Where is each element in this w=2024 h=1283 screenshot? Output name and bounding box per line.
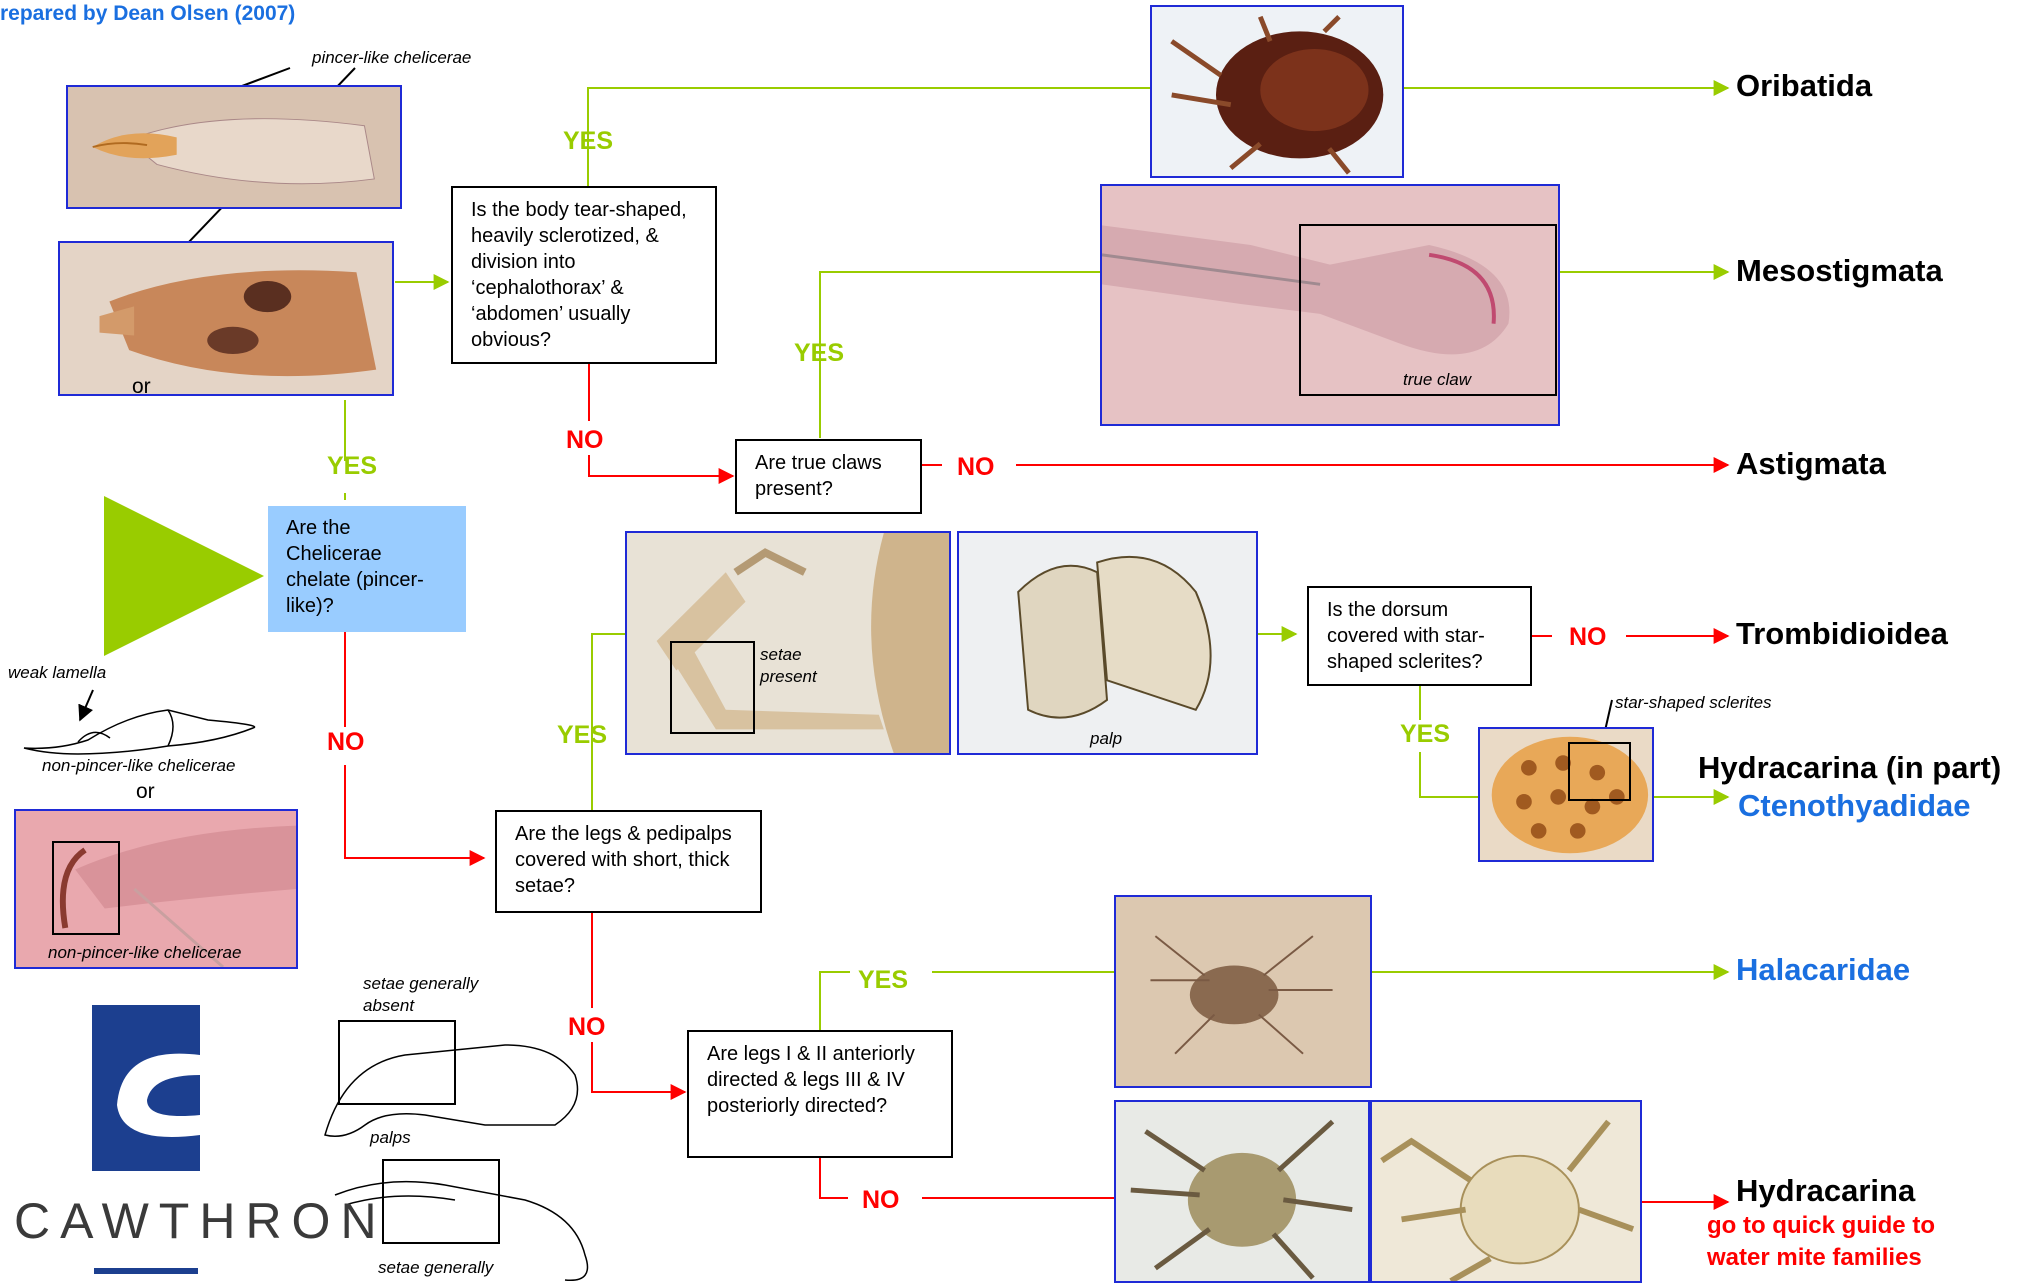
question-legs-directed: Are legs I & II anteriorly directed & le… — [687, 1030, 953, 1158]
question-body-tear-shaped: Is the body tear-shaped, heavily sclerot… — [451, 186, 717, 364]
indicator-box — [52, 841, 120, 935]
caption-star-sclerites: star-shaped sclerites — [1615, 692, 1772, 714]
or-label: or — [136, 780, 155, 804]
question-true-claws: Are true claws present? — [735, 439, 922, 514]
taxon-mesostigmata: Mesostigmata — [1736, 253, 1943, 289]
taxon-ctenothyadidae: Ctenothyadidae — [1738, 788, 1971, 824]
photo-oribatida — [1150, 5, 1404, 178]
photo-pincer-chelicerae-1 — [66, 85, 402, 209]
yes-label: YES — [563, 127, 613, 156]
photo-hydracarina-1 — [1114, 1100, 1370, 1283]
photo-pincer-chelicerae-2 — [58, 241, 394, 396]
caption-setae-present-1: setae — [760, 644, 802, 666]
or-label: or — [132, 375, 151, 399]
drawing-non-pincer-chelicerae — [18, 680, 268, 760]
photo-halacaridae — [1114, 895, 1372, 1088]
question-legs-setae: Are the legs & pedipalps covered with sh… — [495, 810, 762, 913]
indicator-box — [670, 641, 755, 734]
question-chelicerae-chelate: Are the Chelicerae chelate (pincer-like)… — [268, 506, 466, 632]
caption-weak-lamella: weak lamella — [8, 662, 106, 684]
no-label: NO — [1569, 623, 1607, 652]
photo-palp — [957, 531, 1258, 755]
quick-guide-line-1: go to quick guide to — [1707, 1210, 1935, 1242]
credit-line: repared by Dean Olsen (2007) — [0, 2, 295, 26]
indicator-box — [338, 1020, 456, 1105]
cawthron-logo-text: CAWTHRON — [14, 1192, 387, 1250]
indicator-box — [1568, 742, 1631, 801]
taxon-hydracarina-part: Hydracarina (in part) — [1698, 750, 2001, 786]
yes-label: YES — [858, 966, 908, 995]
yes-label: YES — [557, 721, 607, 750]
question-dorsum-sclerites: Is the dorsum covered with star-shaped s… — [1307, 586, 1532, 686]
caption-palp: palp — [1090, 728, 1122, 750]
caption-pincer-chelicerae: pincer-like chelicerae — [312, 47, 471, 69]
taxon-trombidioidea: Trombidioidea — [1736, 616, 1948, 652]
no-label: NO — [862, 1186, 900, 1215]
photo-hydracarina-2 — [1370, 1100, 1642, 1283]
yes-label: YES — [1400, 720, 1450, 749]
caption-true-claw: true claw — [1403, 369, 1471, 391]
taxon-halacaridae: Halacaridae — [1736, 952, 1910, 988]
yes-label: YES — [794, 339, 844, 368]
green-triangle-marker — [104, 496, 264, 656]
taxon-hydracarina: Hydracarina — [1736, 1173, 1915, 1209]
no-label: NO — [327, 728, 365, 757]
caption-setae-absent-2: absent — [363, 995, 414, 1017]
caption-non-pincer-drawing: non-pincer-like chelicerae — [42, 755, 235, 777]
cawthron-logo-mark — [92, 1005, 200, 1171]
caption-non-pincer-photo: non-pincer-like chelicerae — [48, 942, 241, 964]
logo-underline — [94, 1268, 198, 1274]
caption-setae-absent-3: setae generally — [378, 1257, 493, 1279]
indicator-box — [382, 1159, 500, 1244]
caption-setae-present-2: present — [760, 666, 817, 688]
no-label: NO — [566, 426, 604, 455]
caption-setae-absent-1: setae generally — [363, 973, 478, 995]
taxon-astigmata: Astigmata — [1736, 446, 1886, 482]
yes-label: YES — [327, 452, 377, 481]
no-label: NO — [957, 453, 995, 482]
quick-guide-line-2: water mite families — [1707, 1242, 1935, 1274]
caption-palps: palps — [370, 1127, 411, 1149]
taxon-oribatida: Oribatida — [1736, 68, 1872, 104]
quick-guide-link[interactable]: go to quick guide to water mite families — [1707, 1210, 1935, 1274]
